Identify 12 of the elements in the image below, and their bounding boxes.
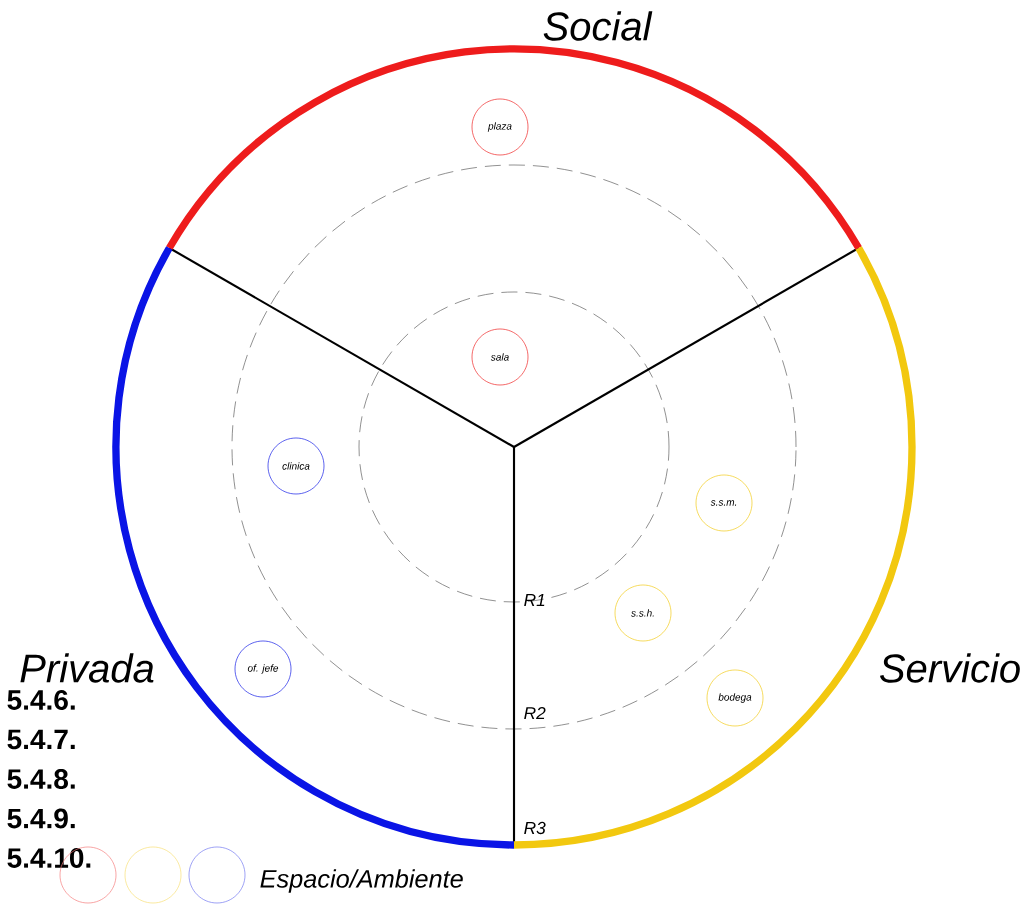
section-number: 5.4.7. xyxy=(7,729,75,750)
sector-title: Social xyxy=(543,11,653,41)
radius-label: R3 xyxy=(524,821,546,835)
sector-title: Privada xyxy=(20,653,154,683)
section-number: 5.4.8. xyxy=(7,769,75,789)
radius-label: R1 xyxy=(524,594,545,606)
section-number: 5.4.6. xyxy=(7,690,75,710)
legend-text: Espacio/Ambiente xyxy=(260,869,463,893)
radius-label: R2 xyxy=(524,706,546,720)
sector-title: Servicio xyxy=(880,653,1020,683)
section-number: 5.4.10. xyxy=(7,848,91,868)
section-number: 5.4.9. xyxy=(7,808,75,829)
